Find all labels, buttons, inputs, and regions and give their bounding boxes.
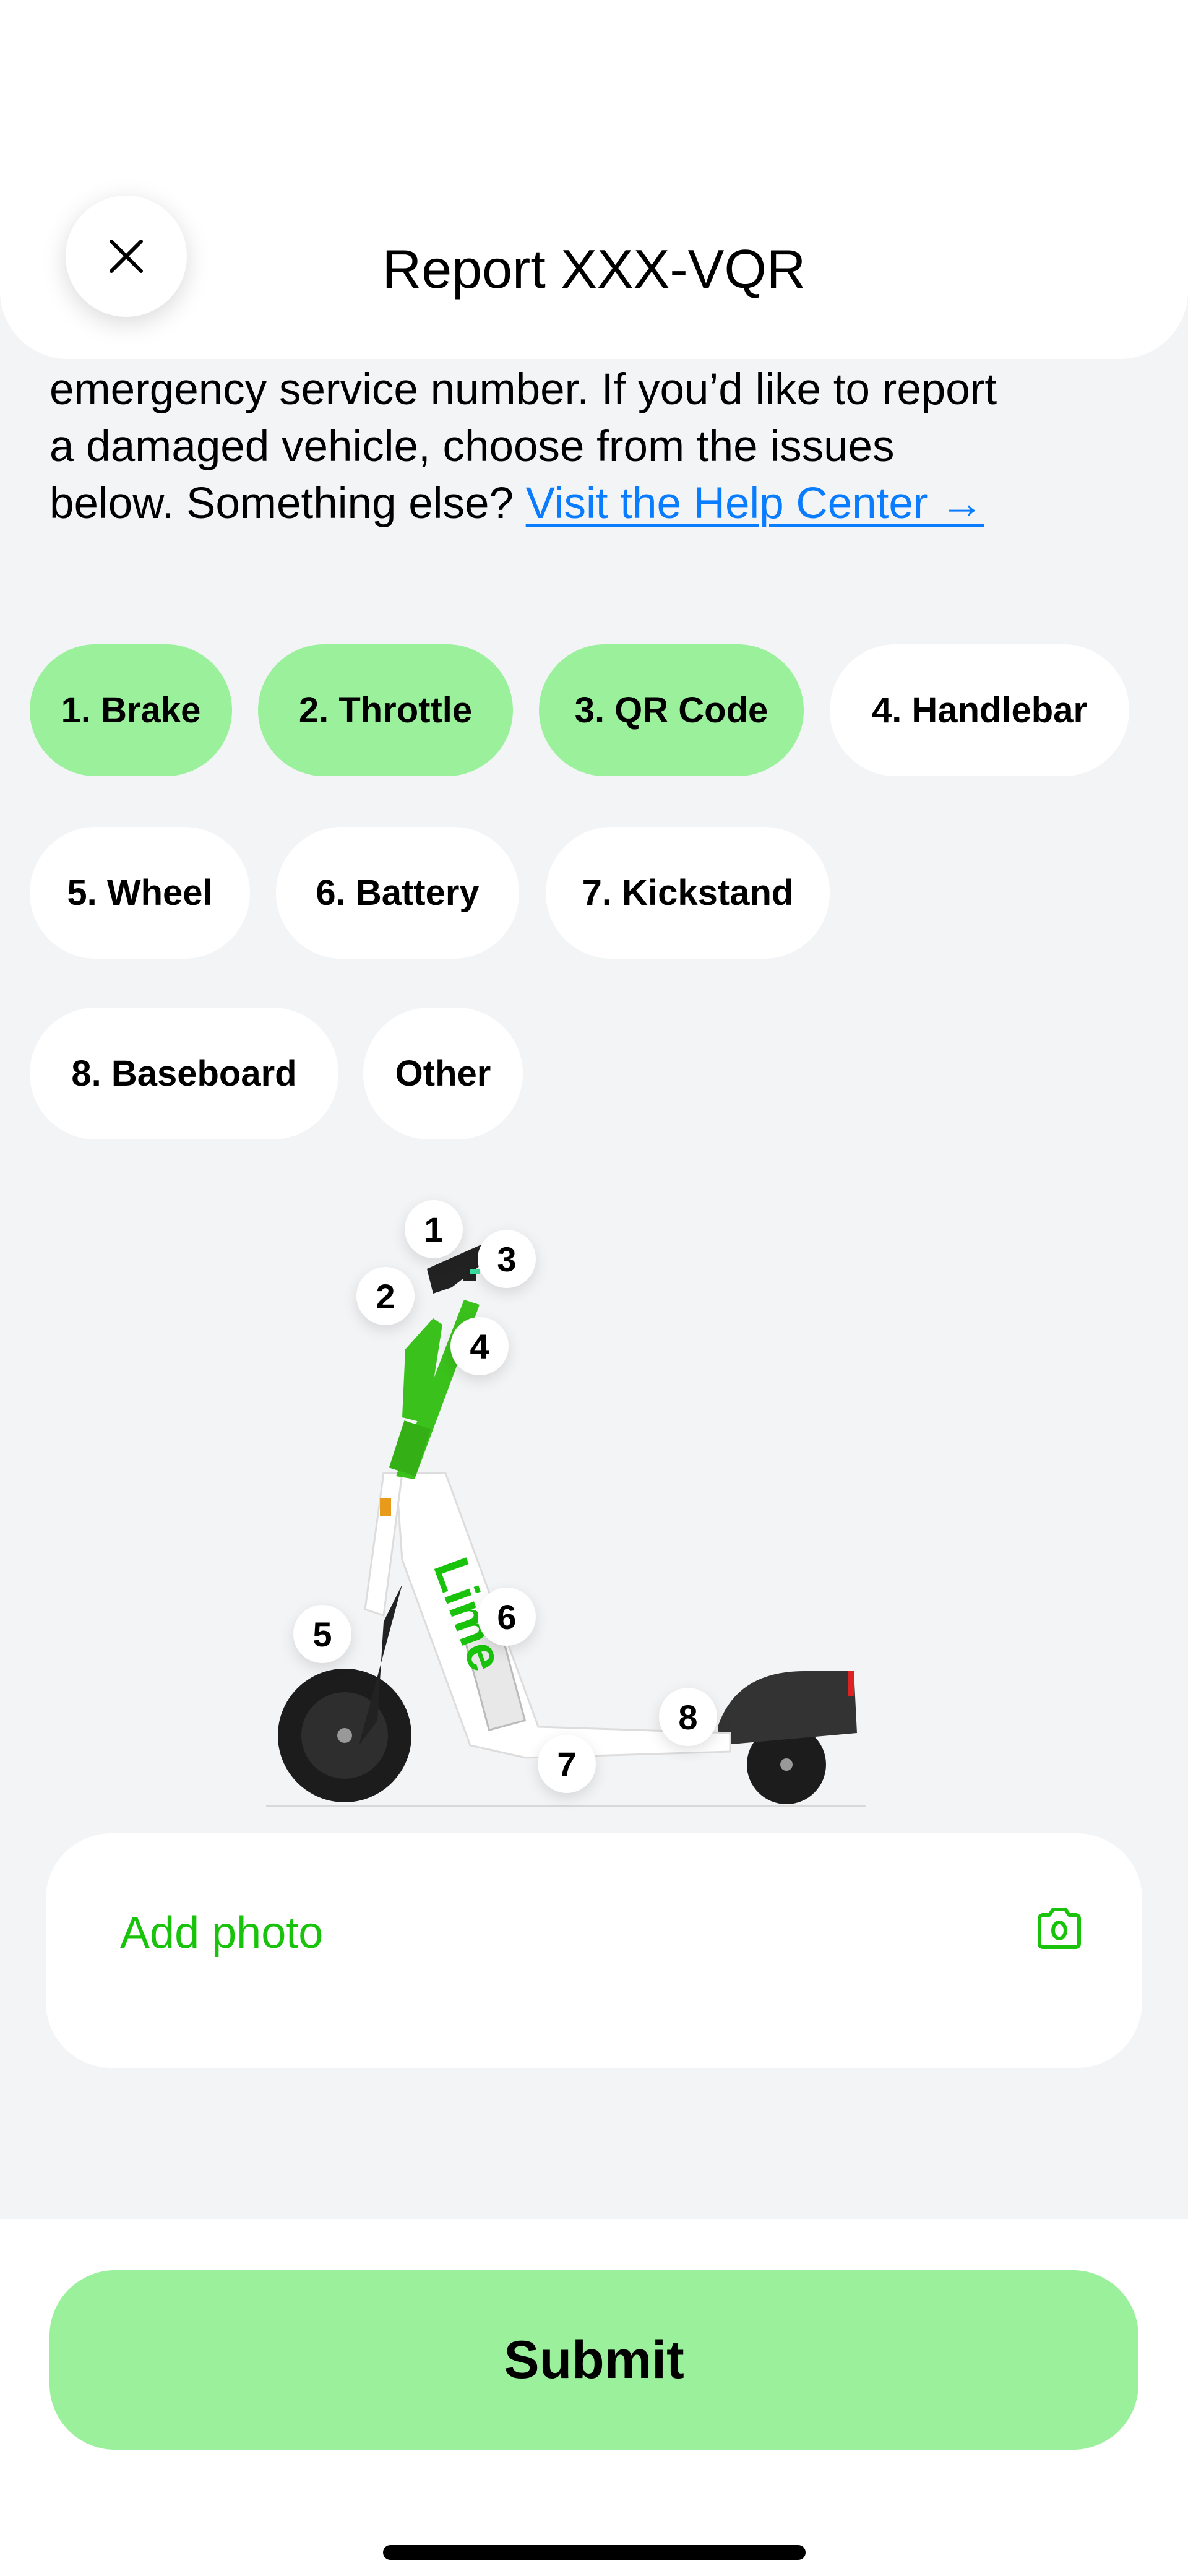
marker-5[interactable]: 5: [293, 1605, 351, 1663]
marker-4[interactable]: 4: [450, 1317, 509, 1375]
close-button[interactable]: [66, 196, 187, 317]
issue-chip-handlebar[interactable]: 4. Handlebar: [830, 644, 1129, 776]
home-indicator[interactable]: [383, 2545, 806, 2560]
page-title: Report XXX-VQR: [382, 238, 806, 300]
issue-chip-qr-code[interactable]: 3. QR Code: [539, 644, 804, 776]
marker-6[interactable]: 6: [478, 1588, 536, 1646]
marker-2[interactable]: 2: [356, 1267, 415, 1325]
marker-8[interactable]: 8: [659, 1688, 717, 1746]
issue-chip-kickstand[interactable]: 7. Kickstand: [546, 827, 830, 959]
issue-chip-battery[interactable]: 6. Battery: [276, 827, 519, 959]
issue-chip-brake[interactable]: 1. Brake: [30, 644, 232, 776]
intro-text-line: a damaged vehicle, choose from the issue…: [50, 422, 895, 471]
issue-chip-baseboard[interactable]: 8. Baseboard: [30, 1008, 338, 1139]
issue-chip-wheel[interactable]: 5. Wheel: [30, 827, 250, 959]
marker-7[interactable]: 7: [538, 1735, 596, 1793]
marker-3[interactable]: 3: [478, 1230, 536, 1288]
add-photo-label: Add photo: [120, 1908, 324, 1958]
camera-icon[interactable]: [1036, 1906, 1083, 1951]
scooter-illustration: Lime: [266, 1244, 866, 1807]
footer: Submit: [0, 2219, 1188, 2576]
intro-text-line: emergency service number. If you’d like …: [50, 365, 997, 414]
add-photo-card[interactable]: Add photo: [46, 1833, 1142, 2068]
intro-text-line-3: below. Something else? Visit the Help Ce…: [50, 475, 984, 532]
close-icon: [110, 240, 143, 273]
header: [0, 0, 1188, 359]
help-center-link[interactable]: Visit the Help Center →: [525, 479, 984, 528]
issue-chip-throttle[interactable]: 2. Throttle: [258, 644, 513, 776]
issue-chip-other[interactable]: Other: [363, 1008, 523, 1139]
intro-text: below. Something else?: [50, 479, 526, 528]
submit-button[interactable]: Submit: [50, 2270, 1138, 2450]
marker-1[interactable]: 1: [405, 1200, 463, 1258]
